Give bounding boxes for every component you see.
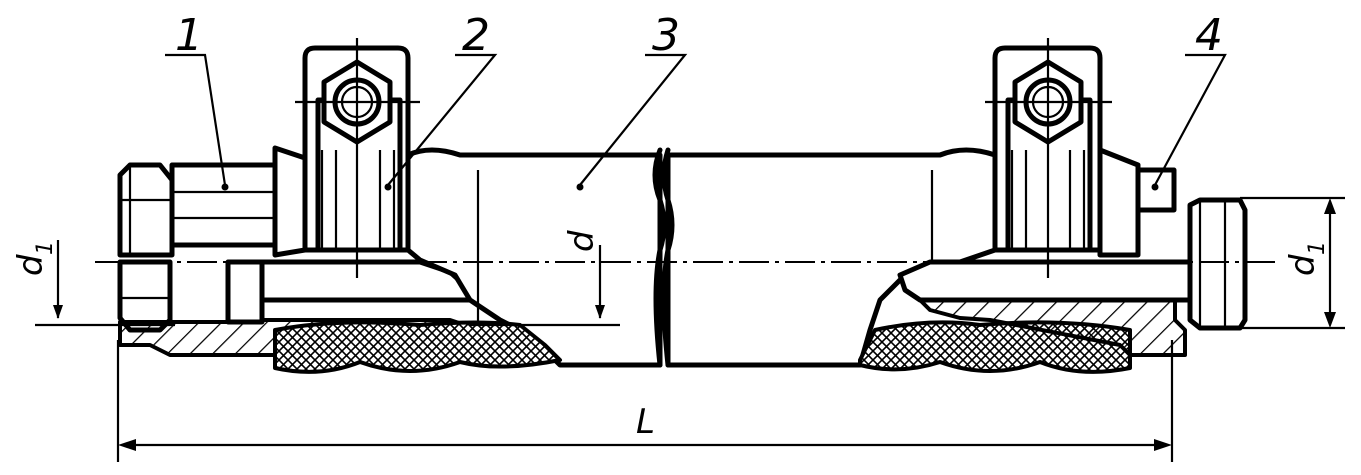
left-nut-lower: [117, 259, 173, 333]
dim-length-L: L: [636, 402, 655, 442]
callout-leaders: [165, 53, 1227, 191]
right-fitting-section: [918, 298, 1187, 357]
dim-right-d1: d: [1283, 254, 1323, 276]
dim-left-d1: d: [11, 254, 51, 276]
callout-3: 3: [652, 10, 680, 61]
dim-d: d: [562, 230, 602, 252]
right-clamp: [985, 38, 1112, 278]
dim-right-d1-subscript: 1: [1305, 241, 1330, 255]
left-union-nut: [117, 162, 175, 258]
dim-left-d1-subscript: 1: [33, 241, 58, 255]
left-collar: [272, 145, 308, 258]
callout-4: 4: [1195, 10, 1223, 61]
callout-1: 1: [175, 10, 203, 61]
left-nipple-bore: [225, 259, 265, 325]
left-clamp: [295, 38, 420, 278]
dimension-lines: [35, 196, 1345, 462]
right-fitting: [897, 147, 1248, 357]
left-hex-nipple: [169, 162, 283, 248]
left-hose-braid: [273, 320, 562, 374]
callout-2: 2: [462, 10, 490, 61]
right-threaded-end: [1187, 197, 1248, 331]
right-hex-body: [1097, 147, 1141, 258]
